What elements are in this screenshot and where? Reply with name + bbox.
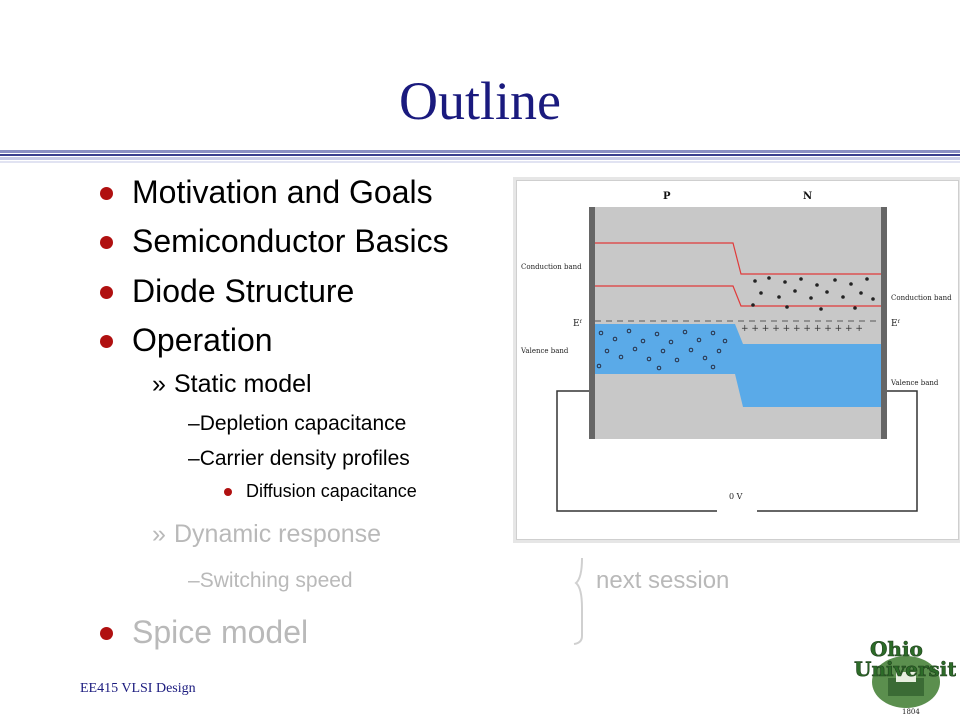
conduction-band-label-right: Conduction band	[891, 294, 952, 302]
bullet-dot	[224, 488, 232, 496]
outline-subitem-diffusion: Diffusion capacitance	[246, 481, 417, 501]
outline-subitem-dynamic: » Dynamic response	[152, 520, 381, 549]
bullet-dot	[100, 335, 113, 348]
logo-line-2: University	[854, 657, 956, 681]
outline-subitem-static-model: » Static model	[152, 370, 312, 399]
static-model-label: Static model	[174, 370, 312, 398]
logo-year: 1804	[902, 708, 920, 716]
voltage-label: 0 V	[729, 492, 743, 501]
left-contact	[589, 207, 595, 439]
svg-text:+ + + + + + + + + + + +: + + + + + + + + + + + +	[741, 324, 863, 334]
outline-subitem-depletion: –Depletion capacitance	[188, 412, 406, 436]
valence-band-label-left: Valence band	[520, 347, 569, 355]
bullet-dot	[100, 627, 113, 640]
curly-brace	[573, 528, 583, 645]
dash-marker: –	[188, 447, 200, 470]
fermi-label-right: Eᶠ	[891, 319, 901, 329]
electrons	[751, 276, 875, 311]
next-session-note: next session	[596, 567, 730, 594]
p-region-label: P	[663, 191, 671, 202]
pn-junction-diagram: + + + + + + + + + + + + P N Conduction b…	[516, 180, 959, 540]
depletion-label: Depletion capacitance	[199, 412, 407, 435]
bullet-dot	[100, 236, 113, 249]
dynamic-label: Dynamic response	[174, 520, 382, 548]
footer-course: EE415 VLSI Design	[80, 681, 196, 696]
switching-label: Switching speed	[199, 569, 353, 592]
valence-band-label-right: Valence band	[890, 379, 939, 387]
outline-subitem-switching: –Switching speed	[188, 569, 353, 593]
conduction-band-label-left: Conduction band	[521, 263, 582, 271]
ohio-university-logo: Ohio University 1804	[854, 637, 956, 716]
dash-marker: –	[188, 569, 200, 592]
holes	[596, 328, 728, 371]
raquo-marker: »	[152, 370, 166, 398]
logo-line-1: Ohio	[870, 637, 923, 661]
outline-item-diode: Diode Structure	[132, 273, 355, 309]
n-region-label: N	[803, 191, 812, 202]
outline-item-operation: Operation	[132, 322, 273, 358]
bullet-dot	[100, 286, 113, 299]
raquo-marker: »	[152, 520, 166, 548]
circuit-wire-right	[757, 390, 918, 512]
outline-item-motivation: Motivation and Goals	[132, 174, 433, 210]
slide-title: Outline	[399, 71, 561, 131]
circuit-wire-left	[556, 390, 717, 512]
outline-item-spice: Spice model	[132, 614, 309, 650]
positive-ions: + + + + + + + + + + + +	[741, 324, 863, 334]
dash-marker: –	[188, 412, 200, 435]
right-contact	[881, 207, 887, 439]
title-rule	[0, 150, 960, 163]
conduction-band-edge-line	[595, 285, 883, 307]
conduction-band-line	[595, 242, 883, 275]
fermi-label-left: Eᶠ	[573, 319, 583, 329]
carrier-label: Carrier density profiles	[199, 447, 410, 470]
outline-item-semiconductor: Semiconductor Basics	[132, 223, 449, 259]
outline-subitem-carrier: –Carrier density profiles	[188, 447, 410, 471]
bullet-dot	[100, 187, 113, 200]
band-diagram-svg: + + + + + + + + + + + + P N Conduction b…	[520, 191, 952, 512]
